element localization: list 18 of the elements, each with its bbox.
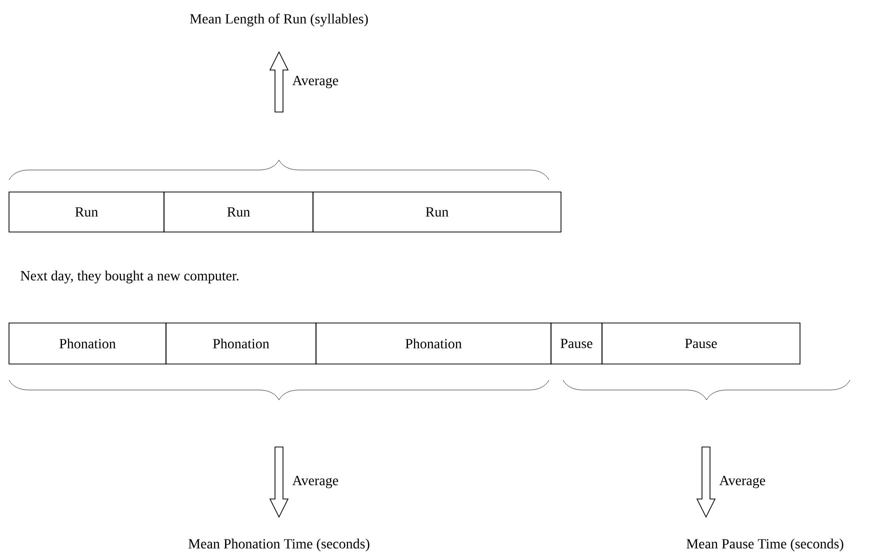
table-cell: Phonation (8, 322, 166, 364)
measure-label: Mean Pause Time (seconds) (686, 538, 844, 552)
table-cell: Run (164, 192, 314, 232)
edge-label: Average (292, 476, 338, 488)
table-cell: Phonation (166, 322, 316, 364)
hollow-arrow (269, 446, 289, 518)
table-cell: Run (8, 192, 164, 232)
edge-label: Average (292, 76, 338, 88)
measure-label: Mean Phonation Time (seconds) (188, 538, 370, 552)
table-cell: Phonation (316, 322, 552, 364)
measure-label: Mean Length of Run (syllables) (190, 14, 368, 26)
edge-label: Average (719, 476, 766, 488)
table-cell: Pause (550, 322, 602, 364)
hollow-arrow (269, 51, 289, 112)
table-cell: Pause (602, 322, 800, 364)
table-cell: Run (312, 192, 562, 232)
sentence: Next day, they bought a new computer. (20, 270, 238, 284)
hollow-arrow (696, 446, 716, 518)
